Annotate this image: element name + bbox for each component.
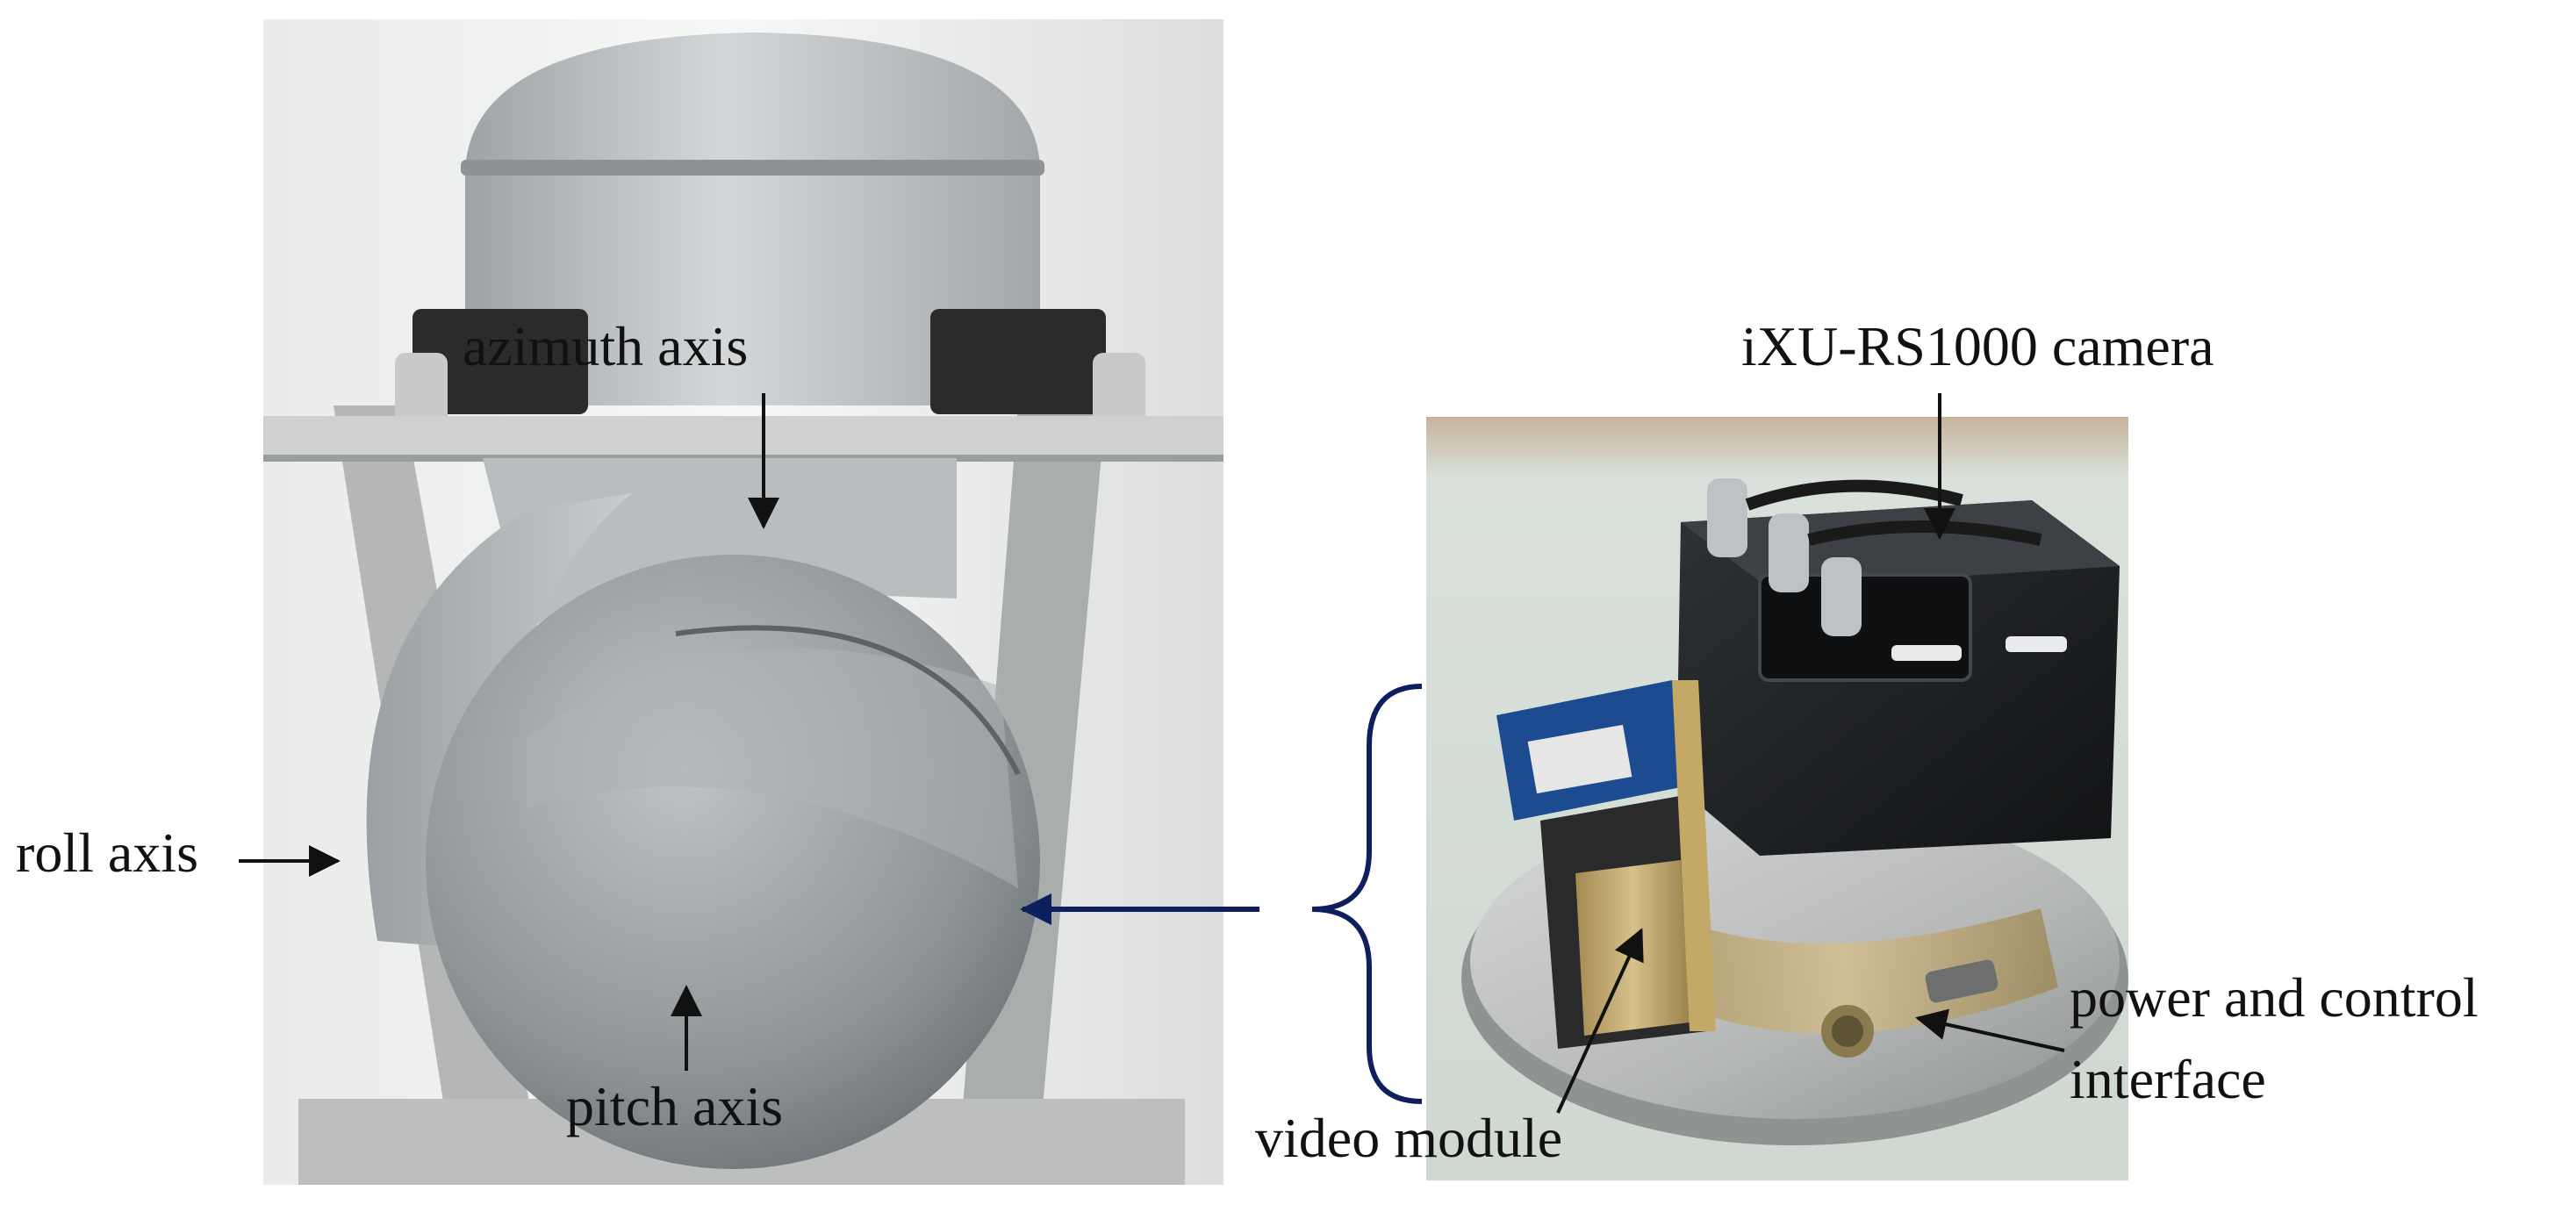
video-arrow: [1556, 928, 1644, 1114]
gimbal-photo: [263, 19, 1223, 1185]
video-module-label: video module: [1255, 1107, 1563, 1169]
navy-brace: [1311, 684, 1423, 1104]
camera-module-illustration: [1426, 417, 2128, 1180]
gimbal-illustration: [263, 19, 1223, 1185]
interface-label: interface: [2070, 1048, 2266, 1110]
power-arrow: [1915, 1008, 2065, 1052]
pitch-axis-label: pitch axis: [566, 1075, 784, 1137]
camera-module-photo: [1426, 417, 2128, 1180]
camera-label: iXU-RS1000 camera: [1741, 315, 2214, 377]
power-control-label: power and control: [2070, 966, 2479, 1029]
roll-axis-label: roll axis: [16, 821, 198, 884]
azimuth-axis-label: azimuth axis: [463, 315, 749, 377]
